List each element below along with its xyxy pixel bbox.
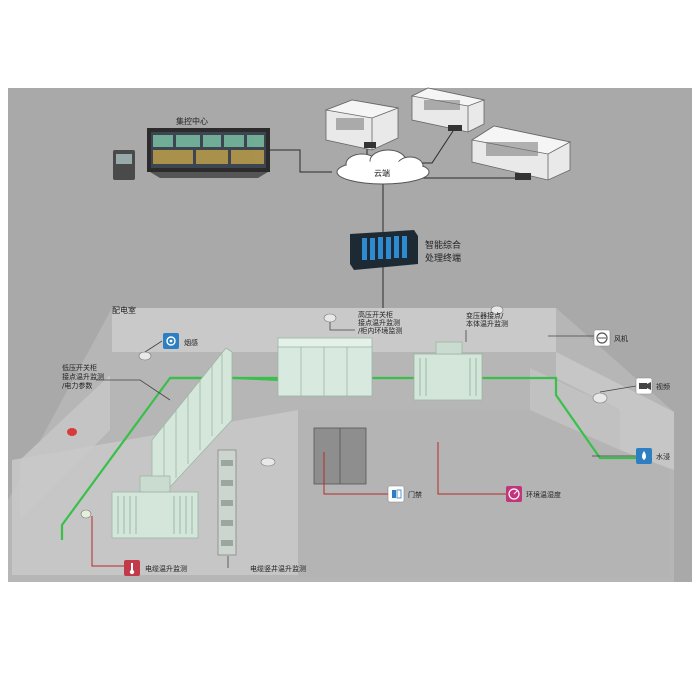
cloud-label: 云端 bbox=[374, 168, 390, 178]
transformer-right bbox=[413, 341, 483, 401]
transformer-label-1: 变压器接点/ bbox=[466, 311, 504, 320]
low-voltage-label-1: 低压开关柜 bbox=[62, 363, 97, 372]
client-site-2 bbox=[410, 87, 486, 133]
water-icon bbox=[636, 448, 652, 464]
intelligent-terminal: 智能综合 处理终端 bbox=[350, 230, 461, 270]
high-voltage-switchgear bbox=[277, 337, 373, 397]
high-voltage-label-1: 高压开关柜 bbox=[358, 310, 393, 319]
water-label: 水浸 bbox=[656, 452, 670, 461]
client-site-1 bbox=[324, 99, 400, 151]
cable-well-label: 电缆竖井温升监测 bbox=[250, 564, 306, 573]
alarm-light-icon bbox=[67, 428, 77, 436]
cloud-icon: 云端 bbox=[336, 149, 430, 185]
video-label: 视频 bbox=[656, 382, 670, 391]
smoke-label: 烟感 bbox=[184, 338, 198, 347]
transformer-label: 变压器接点/ 本体温升监测 bbox=[466, 311, 508, 328]
transformer-left bbox=[111, 475, 199, 539]
red-callouts bbox=[91, 442, 506, 567]
door-access-icon bbox=[387, 485, 405, 503]
video-icon bbox=[635, 377, 653, 395]
terminal-label-2: 处理终端 bbox=[425, 252, 461, 264]
env-icon bbox=[506, 486, 522, 502]
transformer-label-2: 本体温升监测 bbox=[466, 319, 508, 328]
low-voltage-switchgear bbox=[151, 347, 233, 501]
door-label: 门禁 bbox=[408, 490, 422, 499]
cable-well bbox=[217, 449, 237, 556]
door bbox=[313, 427, 367, 485]
cable-label: 电缆温升监测 bbox=[145, 564, 187, 573]
low-voltage-label: 低压开关柜 接点温升监测 /电力参数 bbox=[62, 363, 104, 390]
terminal-label-1: 智能综合 bbox=[425, 239, 461, 251]
green-line bbox=[60, 376, 648, 540]
smoke-icon bbox=[163, 333, 179, 349]
fan-label: 风机 bbox=[614, 334, 628, 343]
sensors bbox=[67, 305, 608, 519]
client-site-3 bbox=[470, 125, 572, 181]
high-voltage-label-2: 接点温升监测 bbox=[358, 318, 400, 327]
high-voltage-label: 高压开关柜 接点温升监测 /柜内环境监测 bbox=[358, 310, 402, 335]
room-label: 配电室 bbox=[112, 305, 136, 315]
env-label: 环境温湿度 bbox=[526, 490, 561, 499]
fan-icon bbox=[593, 329, 611, 347]
low-voltage-label-2: 接点温升监测 bbox=[62, 372, 104, 381]
monitoring-center: 集控中心 bbox=[113, 116, 270, 180]
high-voltage-label-3: /柜内环境监测 bbox=[358, 326, 402, 335]
thermometer-icon bbox=[124, 560, 140, 576]
monitor-center-label: 集控中心 bbox=[176, 116, 208, 126]
callout-lines bbox=[96, 322, 637, 568]
low-voltage-label-3: /电力参数 bbox=[62, 381, 92, 390]
